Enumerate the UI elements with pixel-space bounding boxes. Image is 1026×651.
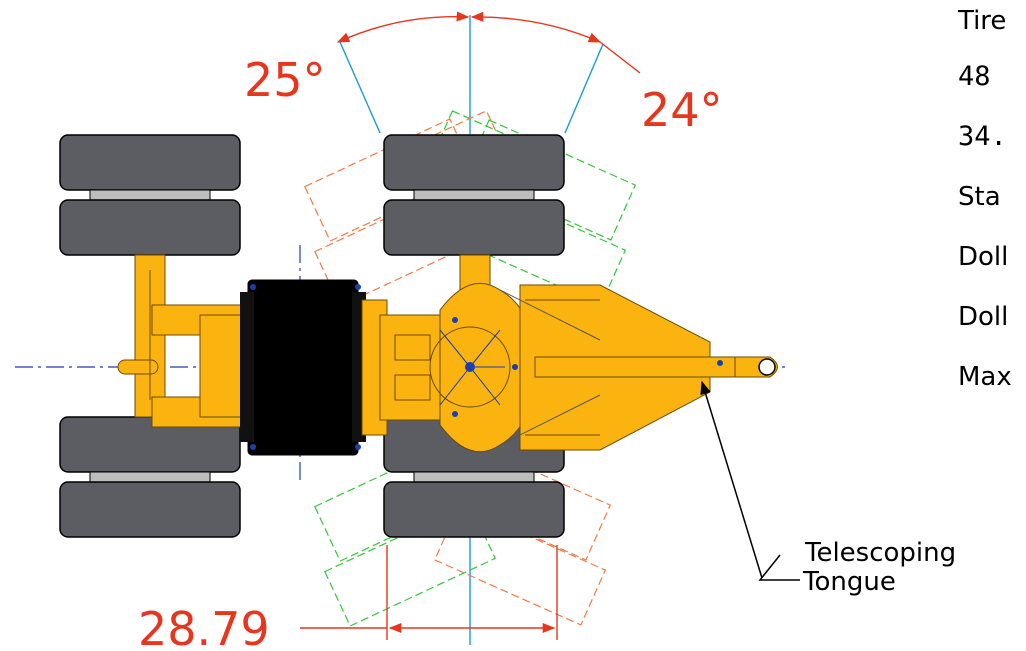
- left-steer-ray: [339, 41, 381, 134]
- callout-line2: Tongue: [802, 567, 896, 597]
- rear-wheels: [59, 134, 241, 538]
- callout-line1: Telescoping: [804, 538, 956, 568]
- rear-axle-frame: [117, 254, 253, 428]
- note-line-6: Doll: [958, 302, 1008, 332]
- tongue-leader: [758, 554, 800, 581]
- left-angle-label: 25°: [244, 53, 326, 107]
- note-line-3: 34.: [958, 121, 1007, 152]
- note-line-4: Sta: [958, 182, 1001, 212]
- right-angle-arc: [470, 11, 602, 43]
- tongue-leader-arrow: [700, 380, 763, 579]
- turntable: [429, 282, 536, 453]
- right-steer-ray: [564, 43, 604, 134]
- left-angle-arc: [336, 11, 470, 43]
- right-angle-leader: [599, 41, 641, 74]
- drum: [240, 279, 366, 456]
- right-angle-label: 24°: [641, 83, 723, 137]
- note-line-1: Tire: [957, 6, 1006, 36]
- telescoping-tongue: [534, 356, 778, 378]
- note-line-2: 48: [958, 61, 991, 92]
- track-width-label: 28.79: [138, 602, 270, 651]
- note-line-5: Doll: [958, 242, 1008, 272]
- note-line-7: Max: [958, 362, 1012, 392]
